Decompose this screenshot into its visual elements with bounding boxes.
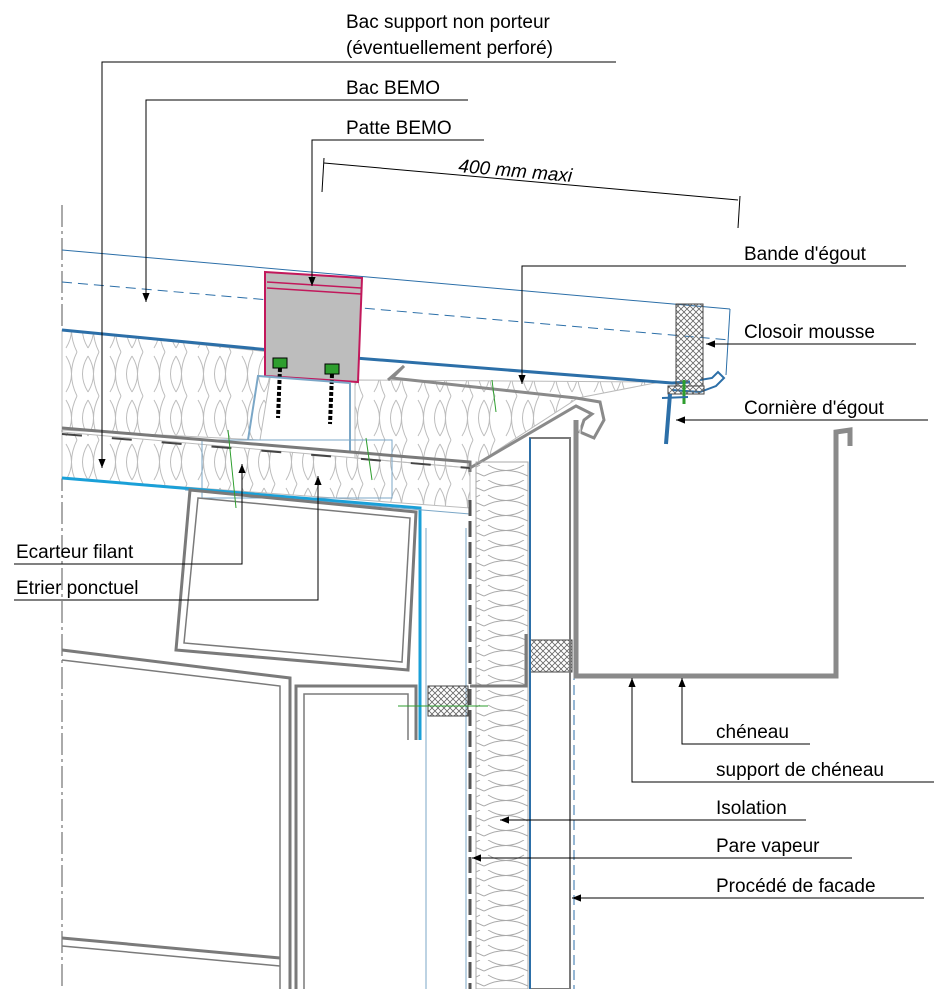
closoir-base — [667, 385, 705, 395]
roof-insulation-upper — [61, 329, 271, 441]
label-pare-vapeur: Pare vapeur — [716, 836, 820, 857]
label-procede-facade: Procédé de facade — [716, 876, 876, 897]
purlin-inner — [183, 497, 411, 663]
purlin — [174, 488, 418, 672]
screw-icon — [324, 363, 340, 425]
leader-cheneau — [678, 678, 810, 745]
wall-beam-top — [61, 648, 292, 989]
wall-insulation — [475, 461, 529, 989]
corniere-egout — [664, 393, 672, 445]
wall-foam-right — [529, 639, 573, 673]
label-bac-bemo: Bac BEMO — [346, 78, 440, 99]
dimension-line — [323, 162, 739, 201]
bac-support-sheet — [61, 426, 472, 472]
support-cheneau-bracket — [470, 634, 528, 688]
wall-foam-left — [427, 685, 469, 717]
patte-bemo-bracket — [264, 270, 364, 384]
leader-support-cheneau — [628, 678, 934, 783]
roof-vapour-line — [61, 476, 422, 740]
dimension-label: 400 mm maxi — [458, 156, 574, 187]
dimension-ext-left — [321, 157, 325, 193]
leader-bac-bemo — [142, 99, 468, 302]
dimension-ext-right — [737, 195, 741, 229]
label-etrier-ponctuel: Etrier ponctuel — [16, 578, 139, 599]
label-bande-egout: Bande d'égout — [744, 244, 867, 265]
label-corniere-egout: Cornière d'égout — [744, 398, 885, 419]
label-support-cheneau: support de chéneau — [716, 760, 884, 781]
cheneau-gutter — [573, 420, 853, 679]
wall-beam-bottom2 — [61, 945, 281, 967]
label-bac-support-1: Bac support non porteur — [346, 12, 551, 33]
green-mark — [227, 429, 237, 509]
roof-side-line — [725, 308, 731, 376]
bac-support-ribs — [61, 433, 471, 469]
roof-top-line — [61, 249, 731, 310]
wall-rail-inner — [303, 693, 409, 989]
roof-insulation-upper-right — [354, 379, 661, 469]
wall-beam-inner — [61, 659, 281, 989]
label-patte-bemo: Patte BEMO — [346, 118, 452, 139]
label-bac-support-2: (éventuellement perforé) — [346, 38, 553, 59]
leader-etrier — [14, 476, 322, 601]
cheneau-gutter-inner — [579, 420, 831, 671]
leader-bac-support — [98, 61, 616, 468]
bande-egout-flashing — [387, 364, 606, 470]
green-mark — [365, 437, 373, 481]
label-isolation: Isolation — [716, 798, 787, 819]
label-ecarteur-filant: Ecarteur filant — [16, 542, 134, 563]
leader-ecarteur — [14, 464, 246, 565]
facade-panel — [529, 437, 571, 989]
screw-icon — [272, 357, 288, 419]
patte-line2 — [266, 287, 362, 295]
closoir-mousse — [675, 303, 704, 387]
ecarteur-filant — [247, 374, 351, 452]
corniere-top — [661, 396, 689, 399]
wall-rail — [294, 684, 418, 989]
wall-beam-bottom — [61, 936, 281, 960]
leader-bande-egout — [518, 265, 906, 384]
roof-dashed-line — [61, 281, 731, 341]
leader-patte-bemo — [308, 139, 484, 286]
green-mark — [491, 379, 497, 413]
label-closoir-mousse: Closoir mousse — [744, 322, 875, 343]
label-cheneau: chéneau — [716, 722, 789, 743]
